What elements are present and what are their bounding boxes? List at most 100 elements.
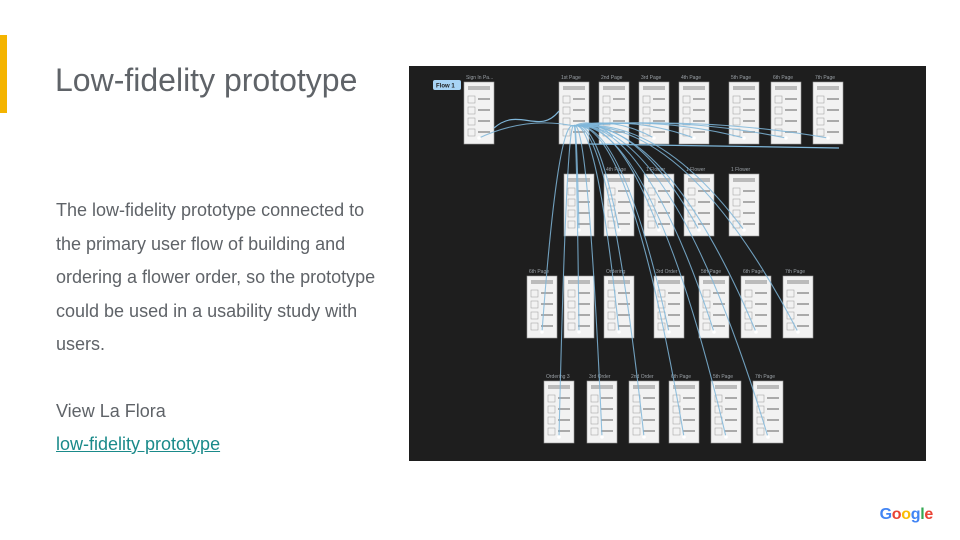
wireframe-screen <box>638 81 670 145</box>
wireframe-line <box>713 314 725 316</box>
wireframe-header-bar <box>531 280 553 284</box>
wireframe-line <box>827 131 839 133</box>
screen-label: 1st Page <box>561 75 581 81</box>
wireframe-line <box>601 397 613 399</box>
wireframe-line <box>797 314 809 316</box>
screen-label: 5th Page <box>701 269 721 275</box>
wireframe-line <box>713 292 725 294</box>
wireframe-thumb <box>530 322 539 331</box>
wireframe-line <box>618 292 630 294</box>
wireframe-line <box>668 314 680 316</box>
wireframe-line <box>578 190 590 192</box>
screen-label: 5th Page <box>731 75 751 81</box>
wireframe-header-bar <box>787 280 809 284</box>
wireframe-thumb <box>547 405 556 414</box>
wireframe-line <box>797 292 809 294</box>
logo-letter: o <box>901 506 911 523</box>
logo-letter: l <box>920 506 925 523</box>
wireframe-line <box>478 120 490 122</box>
wireframe-line <box>743 131 755 133</box>
screen-label: 1 Flower <box>646 167 666 173</box>
wireframe-thumb <box>744 300 753 309</box>
screen-label: 6th Page <box>529 269 549 275</box>
wireframe-line <box>618 212 630 214</box>
wireframe-line <box>578 223 590 225</box>
wireframe-line <box>601 408 613 410</box>
wireframe-thumb <box>687 220 696 229</box>
connector-endpoint <box>477 136 481 140</box>
flow-connector <box>573 125 645 438</box>
wireframe-thumb <box>562 106 571 115</box>
wireframe-thumb <box>530 300 539 309</box>
wireframe-thumb <box>567 187 576 196</box>
wireframe-line <box>618 325 630 327</box>
wireframe-line <box>653 131 665 133</box>
screen-label: 6th Page <box>671 374 691 380</box>
wireframe-line <box>618 314 630 316</box>
screen-label: 3rd Order <box>589 374 611 380</box>
wireframe-thumb <box>774 106 783 115</box>
wireframe-screen <box>770 81 802 145</box>
flow-connector <box>573 125 670 333</box>
wireframe-thumb <box>744 322 753 331</box>
wireframe-line <box>767 430 779 432</box>
connector-endpoint <box>617 228 621 232</box>
wireframe-line <box>658 223 670 225</box>
wireframe-thumb <box>774 117 783 126</box>
wireframe-screen <box>668 380 700 444</box>
wireframe-line <box>578 201 590 203</box>
wireframe-thumb <box>567 322 576 331</box>
wireframe-line <box>693 120 705 122</box>
wireframe-line <box>653 120 665 122</box>
wireframe-thumb <box>702 322 711 331</box>
wireframe-thumb <box>732 117 741 126</box>
connector-endpoint <box>742 136 746 140</box>
wireframe-line <box>683 419 695 421</box>
wireframe-line <box>698 212 710 214</box>
connector-endpoint <box>557 435 561 439</box>
wireframe-thumb <box>567 209 576 218</box>
flow-connector <box>541 125 575 333</box>
wireframe-thumb <box>567 198 576 207</box>
connector-endpoint <box>754 330 758 334</box>
wireframe-line <box>613 109 625 111</box>
wireframe-header-bar <box>757 385 779 389</box>
screen-label: 2nd Order <box>631 374 654 380</box>
wireframe-thumb <box>744 311 753 320</box>
wireframe-header-bar <box>643 86 665 90</box>
wireframe-line <box>653 109 665 111</box>
wireframe-line <box>541 325 553 327</box>
wireframe-thumb <box>816 128 825 137</box>
wireframe-header-bar <box>733 86 755 90</box>
flow-connector <box>573 125 580 333</box>
logo-letter: g <box>910 506 921 523</box>
flow-connector <box>588 143 840 149</box>
wireframe-thumb <box>732 106 741 115</box>
wireframe-line <box>658 212 670 214</box>
wireframe-thumb <box>714 394 723 403</box>
connector-endpoint <box>540 330 544 334</box>
wireframe-line <box>797 303 809 305</box>
prototype-link[interactable]: low-fidelity prototype <box>56 434 221 454</box>
wireframe-line <box>601 419 613 421</box>
view-label: View La Flora <box>56 400 166 421</box>
wireframe-line <box>478 109 490 111</box>
flow-connector <box>573 125 799 333</box>
wireframe-line <box>573 120 585 122</box>
wireframe-line <box>785 109 797 111</box>
wireframe-thumb <box>590 427 599 436</box>
screen-label: 1 Flower <box>731 167 751 173</box>
flow-connector <box>573 125 727 438</box>
wireframe-header-bar <box>608 280 630 284</box>
wireframe-thumb <box>647 187 656 196</box>
wireframe-thumb <box>590 416 599 425</box>
wireframe-line <box>767 397 779 399</box>
wireframe-header-bar <box>715 385 737 389</box>
wireframe-screen <box>812 81 844 145</box>
wireframe-line <box>683 397 695 399</box>
body-text: The low-fidelity prototype connected to … <box>56 194 376 462</box>
wireframe-thumb <box>732 198 741 207</box>
wireframe-thumb <box>672 405 681 414</box>
screen-label: Sign In Pa... <box>466 75 493 81</box>
